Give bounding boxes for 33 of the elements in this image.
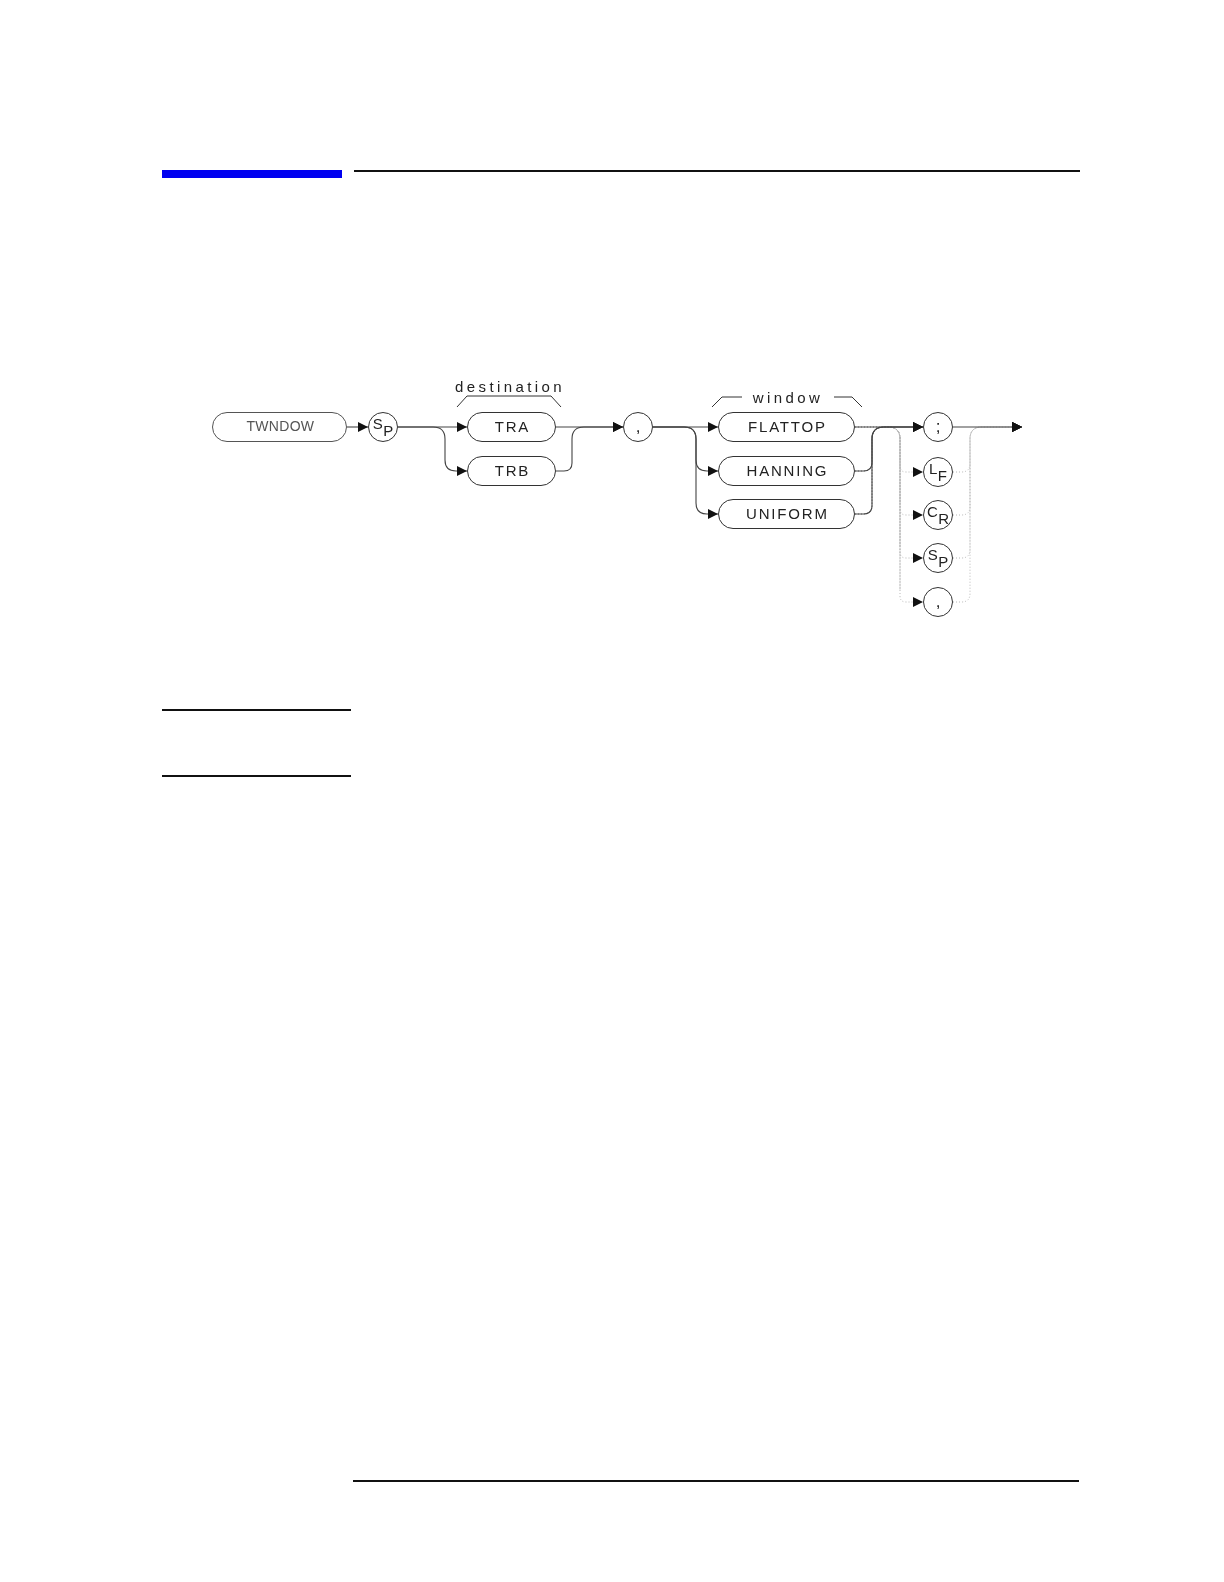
keyword-label: TRB <box>493 462 531 480</box>
group-label: destination <box>455 378 565 396</box>
keyword-box <box>718 456 855 486</box>
keyword-label: TRA <box>493 418 531 436</box>
symbol-circle <box>923 457 953 487</box>
arrow <box>652 426 719 519</box>
group-label: window <box>752 389 824 407</box>
keyword-label: FLATTOP <box>747 418 827 436</box>
keyword-box <box>467 456 556 486</box>
symbol-circle <box>923 543 953 573</box>
dotted-arrow <box>899 589 924 607</box>
symbol-label: , <box>935 592 941 612</box>
keyword-box <box>718 412 855 442</box>
symbol-circle <box>368 412 398 442</box>
symbol-label: ; <box>935 417 941 437</box>
arrow <box>952 422 1023 432</box>
arrow <box>397 426 468 476</box>
symbol-circle <box>923 412 953 442</box>
dotted-arrow <box>899 459 924 477</box>
dotted-arrow <box>899 502 924 520</box>
keyword-box <box>718 499 855 529</box>
keyword-box <box>467 412 556 442</box>
symbol-circle <box>623 412 653 442</box>
symbol-label: , <box>635 417 641 437</box>
command-label: TWNDOW <box>245 419 315 435</box>
symbol-circle <box>923 587 953 617</box>
arrow <box>854 422 924 515</box>
symbol-circle <box>923 500 953 530</box>
arrow <box>346 422 369 432</box>
command-box <box>212 412 347 442</box>
keyword-label: HANNING <box>745 462 829 480</box>
keyword-label: UNIFORM <box>745 505 829 523</box>
dotted-arrow <box>899 545 924 563</box>
